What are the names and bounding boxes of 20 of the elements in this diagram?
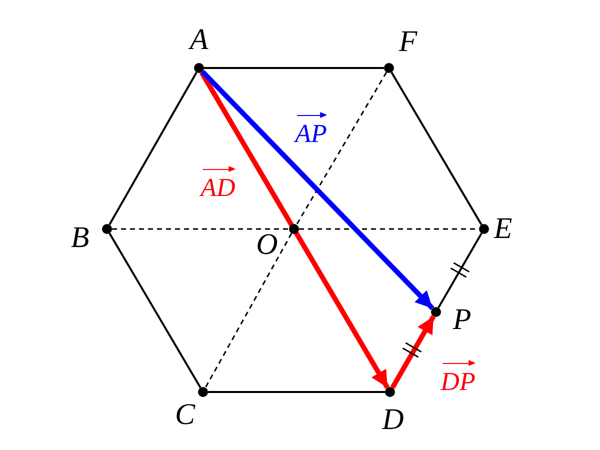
point-label: E (492, 212, 514, 246)
hexagon-side (438, 232, 482, 308)
hexagon-side (108, 232, 202, 388)
dashed-line (112, 228, 289, 230)
dashed-line (296, 72, 388, 226)
hexagon-side (390, 72, 482, 226)
point-label: P (452, 303, 472, 337)
vector-arrow (200, 70, 434, 310)
point-label: D (380, 403, 405, 437)
point-label: B (70, 221, 90, 255)
point-label: O (255, 228, 279, 262)
vector-arrow (199, 71, 390, 389)
hexagon-side (204, 67, 384, 69)
point-label: F (398, 25, 418, 59)
vector-arrow (390, 315, 436, 389)
dashed-line (204, 233, 292, 388)
point-label: C (174, 398, 196, 432)
hexagon-side (108, 72, 198, 226)
point-label: A (187, 23, 210, 57)
hexagon-side (208, 391, 385, 393)
